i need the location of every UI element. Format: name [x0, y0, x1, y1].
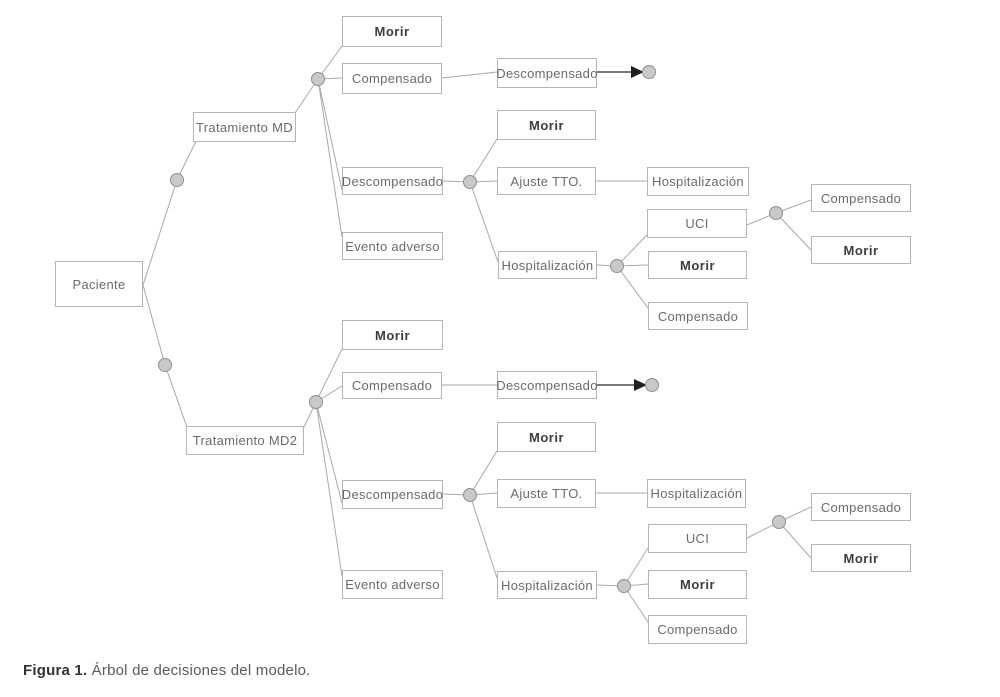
chance-node-marker	[463, 488, 477, 502]
node-paciente: Paciente	[55, 261, 143, 307]
node-md-evento-adverso: Evento adverso	[342, 232, 443, 260]
terminal-node-marker	[642, 65, 656, 79]
node-md-uci: UCI	[647, 209, 747, 238]
node-md-ajuste-hospitalizacion: Hospitalización	[647, 167, 749, 196]
node-md-morir: Morir	[342, 16, 442, 47]
node-md2-hospitalizacion-compensado: Compensado	[648, 615, 747, 644]
node-md2-hospitalizacion-morir: Morir	[648, 570, 747, 599]
node-md2-uci: UCI	[648, 524, 747, 553]
node-md2-uci-compensado: Compensado	[811, 493, 911, 521]
node-md-ajuste-tto: Ajuste TTO.	[497, 167, 596, 195]
chance-node-marker	[610, 259, 624, 273]
node-md-descompensado: Descompensado	[342, 167, 443, 195]
node-md-compensado-descompensado: Descompensado	[496, 58, 597, 88]
node-md2-uci-morir: Morir	[811, 544, 911, 572]
node-md2-compensado-descompensado: Descompensado	[496, 371, 597, 399]
chance-node-marker	[311, 72, 325, 86]
chance-node-marker	[769, 206, 783, 220]
chance-node-marker	[170, 173, 184, 187]
arrowhead-icon	[631, 66, 644, 78]
node-md-hospitalizacion-morir: Morir	[648, 251, 747, 279]
node-md2-morir: Morir	[342, 320, 443, 350]
figure-caption: Figura 1. Árbol de decisiones del modelo…	[23, 662, 311, 679]
node-md2-descompensado-morir: Morir	[497, 422, 596, 452]
arrowhead-icon	[634, 379, 647, 391]
node-md-compensado: Compensado	[342, 63, 442, 94]
node-md-descompensado-morir: Morir	[497, 110, 596, 140]
node-md2-ajuste-tto: Ajuste TTO.	[497, 479, 596, 508]
node-md-uci-morir: Morir	[811, 236, 911, 264]
figure-caption-label: Figura 1.	[23, 662, 88, 679]
terminal-node-marker	[645, 378, 659, 392]
node-md2-ajuste-hospitalizacion: Hospitalización	[647, 479, 746, 508]
node-md-hospitalizacion: Hospitalización	[498, 251, 597, 279]
node-tratamiento-md2: Tratamiento MD2	[186, 426, 304, 455]
chance-nodes	[158, 65, 786, 593]
chance-node-marker	[772, 515, 786, 529]
node-md-uci-compensado: Compensado	[811, 184, 911, 212]
node-md2-compensado: Compensado	[342, 372, 442, 399]
node-md-hospitalizacion-compensado: Compensado	[648, 302, 748, 330]
node-md2-descompensado: Descompensado	[342, 480, 443, 509]
figure-caption-text: Árbol de decisiones del modelo.	[87, 662, 311, 679]
node-md2-hospitalizacion: Hospitalización	[497, 571, 597, 599]
chance-node-marker	[158, 358, 172, 372]
chance-node-marker	[617, 579, 631, 593]
chance-node-marker	[309, 395, 323, 409]
chance-node-marker	[463, 175, 477, 189]
terminal-arrows	[597, 66, 647, 391]
node-tratamiento-md: Tratamiento MD	[193, 112, 296, 142]
node-md2-evento-adverso: Evento adverso	[342, 570, 443, 599]
